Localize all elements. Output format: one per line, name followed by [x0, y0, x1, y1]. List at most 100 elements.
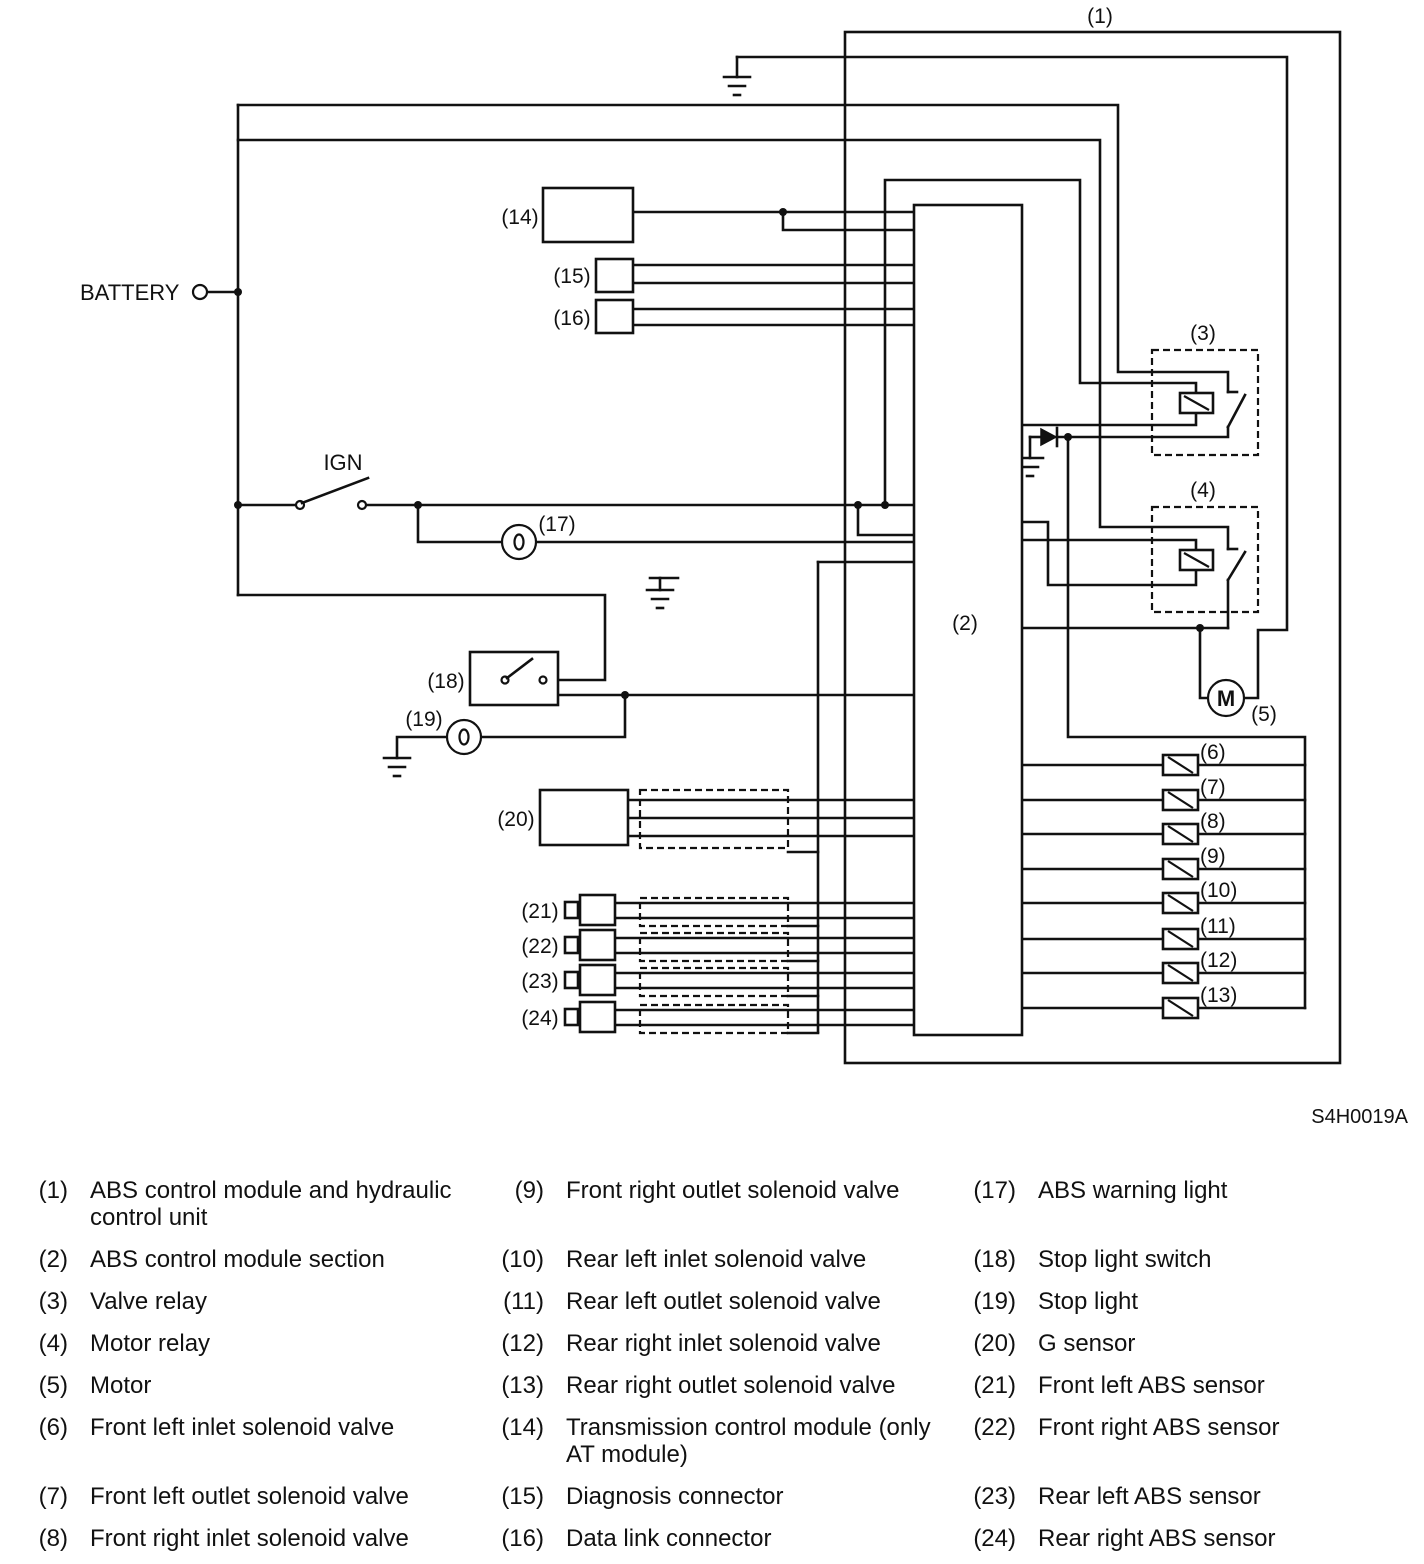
legend-description: ABS control module section: [90, 1246, 385, 1273]
legend-number: (8): [38, 1525, 68, 1552]
abs-warning-light-filament: [513, 533, 525, 551]
abs-warning-light: [500, 523, 538, 561]
stop-light-ground-wire: [395, 735, 449, 760]
legend-item: (11)Rear left outlet solenoid valve: [500, 1288, 972, 1315]
solenoid-valve: [1161, 857, 1200, 881]
callout-20: (20): [497, 808, 534, 831]
callout-8: (8): [1200, 810, 1226, 833]
legend-number: (7): [38, 1483, 68, 1510]
legend-description: ABS warning light: [1038, 1177, 1228, 1204]
legend-item: (24)Rear right ABS sensor: [972, 1525, 1400, 1552]
legend-description: Motor: [90, 1372, 152, 1399]
solenoid-valve: [1161, 753, 1200, 777]
abs-sensor-connector: [563, 1007, 580, 1027]
legend-number: (15): [501, 1483, 544, 1510]
g-sensor: [538, 788, 630, 847]
legend-description: Front right inlet solenoid valve: [90, 1525, 409, 1552]
motor: [1206, 678, 1246, 718]
stop-light-wire: [479, 693, 627, 739]
legend-description: Front right ABS sensor: [1038, 1414, 1280, 1441]
junction-dot: [234, 288, 242, 296]
legend-description: Data link connector: [566, 1525, 772, 1552]
junction-dot: [234, 501, 242, 509]
valve-relay: [1150, 348, 1260, 457]
motor-relay-switch-blade: [1226, 550, 1247, 582]
stop-switch-contact: [538, 675, 548, 685]
legend-description: ABS control module and hydraulic control…: [90, 1177, 452, 1231]
legend-item: (8) Front right inlet solenoid valve: [24, 1525, 500, 1552]
callout-5: (5): [1251, 703, 1277, 726]
callout-10: (10): [1200, 879, 1237, 902]
legend-number: (18): [973, 1246, 1016, 1273]
legend-number: (24): [973, 1525, 1016, 1552]
callout-24: (24): [521, 1007, 558, 1030]
legend-number: (11): [503, 1288, 544, 1315]
legend-description: Valve relay: [90, 1288, 207, 1315]
solenoid-mark: [1167, 999, 1194, 1017]
stop-light-bulb: [445, 718, 483, 756]
legend-description: Diagnosis connector: [566, 1483, 784, 1510]
solenoid-common-wire: [1066, 435, 1307, 1010]
ground-symbol-top: [722, 75, 752, 97]
data-link-connector: [594, 298, 635, 335]
legend-item: (7) Front left outlet solenoid valve: [24, 1483, 500, 1510]
junction-dot: [414, 501, 422, 509]
legend-item: (21) Front left ABS sensor: [972, 1372, 1400, 1399]
legend-number: (4): [38, 1330, 68, 1357]
legend-item: (3) Valve relay: [24, 1288, 500, 1315]
ign-switch-blade: [300, 476, 370, 505]
wires-layer: [205, 55, 1307, 1035]
legend-item: (4) Motor relay: [24, 1330, 500, 1357]
legend: (1)ABS control module and hydraulic cont…: [24, 1177, 1400, 1552]
ground-symbol-shield: [645, 588, 675, 610]
callout-23: (23): [521, 970, 558, 993]
solenoid-mark: [1167, 860, 1194, 878]
legend-description: Stop light switch: [1038, 1246, 1212, 1273]
legend-number: (13): [501, 1372, 544, 1399]
callout-2: (2): [952, 612, 978, 635]
callout-12: (12): [1200, 949, 1237, 972]
labels-layer: BATTERYIGNMS4H0019A(1)(2)(3)(4)(5)(14)(1…: [80, 5, 1409, 1128]
motor-relay-coil-mark: [1183, 552, 1210, 568]
legend-description: Front left outlet solenoid valve: [90, 1483, 409, 1510]
junction-dot: [1064, 433, 1072, 441]
diagnosis-label-ign: IGN: [323, 450, 362, 475]
legend-number: (3): [38, 1288, 68, 1315]
solenoid-valve: [1161, 927, 1200, 951]
valve-relay-housing: [1150, 348, 1260, 457]
legend-item: (9)Front right outlet solenoid valve: [500, 1177, 972, 1231]
legend-item: (2)ABS control module section: [24, 1246, 500, 1273]
legend-description: Front left ABS sensor: [1038, 1372, 1265, 1399]
legend-item: (17)ABS warning light: [972, 1177, 1400, 1231]
callout-18: (18): [427, 670, 464, 693]
junction-dot: [779, 208, 787, 216]
legend-item: (16) Data link connector: [500, 1525, 972, 1552]
legend-number: (23): [973, 1483, 1016, 1510]
abs-sensor-connector: [563, 900, 580, 920]
legend-description: Motor relay: [90, 1330, 211, 1357]
solenoid-mark: [1167, 930, 1194, 948]
legend-description: Front right outlet solenoid valve: [566, 1177, 900, 1204]
legend-number: (20): [973, 1330, 1016, 1357]
legend-number: (16): [501, 1525, 544, 1552]
legend-item: (23) Rear left ABS sensor: [972, 1483, 1400, 1510]
legend-item: (18) Stop light switch: [972, 1246, 1400, 1273]
callout-21: (21): [521, 900, 558, 923]
motor-relay-housing: [1150, 505, 1260, 614]
legend-description: Stop light: [1038, 1288, 1139, 1315]
legend-description: Transmission control module (only AT mod…: [566, 1414, 931, 1468]
diagnosis-label-battery: BATTERY: [80, 280, 180, 305]
legend-number: (21): [973, 1372, 1016, 1399]
valve-relay-supply-wire: [236, 103, 1230, 394]
stop-light-filament: [458, 728, 470, 746]
solenoid-mark: [1167, 894, 1194, 912]
callout-13: (13): [1200, 984, 1237, 1007]
junction-dot: [1196, 624, 1204, 632]
abs-hydraulic-unit-boundary: [843, 30, 1342, 1065]
legend-description: Front left inlet solenoid valve: [90, 1414, 395, 1441]
solenoid-valve: [1161, 996, 1200, 1020]
transmission-control-module: [541, 186, 635, 244]
legend-description: Rear left ABS sensor: [1038, 1483, 1261, 1510]
legend-number: (19): [973, 1288, 1016, 1315]
callout-11: (11): [1200, 915, 1236, 938]
